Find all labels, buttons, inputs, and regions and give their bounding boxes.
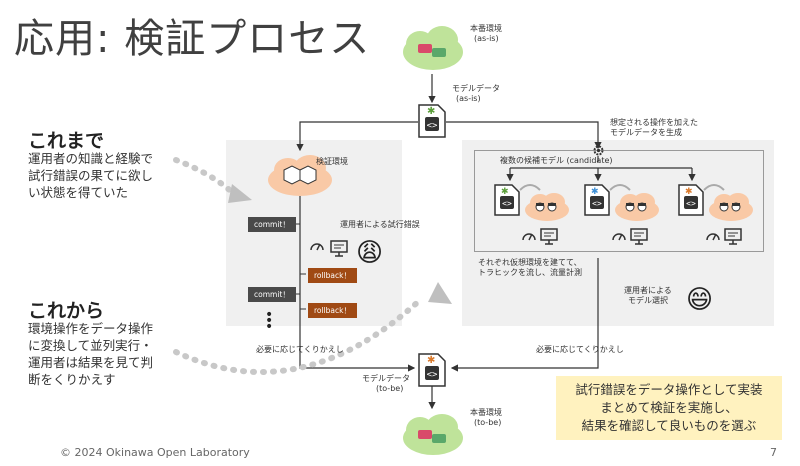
past-line: い状態を得ていた (28, 184, 129, 200)
prod-env-label-bottom: 本番環境 (470, 408, 502, 417)
select-label-1: 運用者による (624, 286, 672, 295)
svg-text:<>: <> (427, 121, 438, 131)
verify-env-label: 検証環境 (316, 157, 348, 166)
future-line: に変換して並列実行・ (28, 337, 153, 353)
commit-tag-2: commit！ (248, 287, 296, 302)
repeat-label-right: 必要に応じてくりかえし (536, 345, 624, 354)
model-data-label-asis: モデルデータ (452, 84, 500, 93)
candidates-box (474, 150, 764, 252)
gear-icon (592, 142, 605, 156)
candidate-cloud (524, 192, 570, 222)
monitor-icon (540, 228, 558, 246)
model-data-label-tobe: モデルデータ (362, 374, 410, 383)
smiling-face-icon: 😄 (686, 285, 714, 315)
trial-label: 運用者による試行錯誤 (340, 220, 420, 229)
summary-callout: 試行錯誤をデータ操作として実装 まとめて検証を実施し、 結果を確認して良いものを… (556, 376, 782, 441)
virtual-env-label-1: それぞれ仮想環境を建てて、 (478, 258, 582, 267)
repeat-label-left: 必要に応じてくりかえし (256, 345, 344, 354)
svg-text:<>: <> (427, 370, 438, 380)
gauge-icon (706, 226, 720, 241)
future-line: 環境操作をデータ操作 (28, 321, 154, 336)
future-description: 環境操作をデータ操作 に変換して並列実行・ 運用者は結果を見て判 断をくりかえす (28, 321, 153, 389)
gen-label-1: 想定される操作を加えた (610, 118, 698, 127)
vertical-ellipsis-icon: ••• (265, 307, 274, 335)
future-heading: これから (28, 300, 105, 322)
past-line: 運用者の知識と経験で (28, 151, 154, 166)
page-number: 7 (770, 446, 777, 459)
gauge-icon (522, 226, 536, 241)
worried-face-icon: 😩 (356, 238, 384, 268)
future-line: 断をくりかえす (28, 371, 116, 387)
past-line: 試行錯誤の果てに欲し (28, 167, 154, 183)
prod-env-label-top: 本番環境 (470, 24, 502, 33)
past-heading: これまで (28, 130, 105, 152)
rollback-tag-2: rollback！ (308, 303, 357, 318)
svg-text:<>: <> (502, 199, 512, 208)
callout-line: 試行錯誤をデータ操作として実装 (575, 382, 763, 397)
model-data-asis-state: (as-is) (456, 94, 481, 103)
footer-copyright: © 2024 Okinawa Open Laboratory (60, 446, 250, 459)
candidate-doc-icon: <> ✱ (678, 184, 704, 216)
production-cloud-bottom (400, 410, 466, 458)
parallel-panel (462, 140, 774, 326)
svg-text:<>: <> (686, 199, 696, 208)
monitor-icon (330, 240, 348, 258)
candidate-doc-icon: <> ✱ (584, 184, 610, 216)
select-label-2: モデル選択 (628, 296, 668, 305)
production-cloud-top (400, 22, 466, 74)
prod-env-state-asis: (as-is) (474, 34, 499, 43)
verification-cloud (266, 152, 334, 198)
callout-line: 結果を確認して良いものを選ぶ (581, 418, 757, 434)
svg-text:✱: ✱ (501, 187, 509, 197)
virtual-env-label-2: トラヒックを流し、流量計測 (478, 268, 582, 277)
svg-text:✱: ✱ (427, 355, 435, 366)
gen-label-2: モデルデータを生成 (610, 128, 682, 137)
svg-text:✱: ✱ (591, 187, 599, 197)
rollback-tag-1: rollback！ (308, 268, 357, 283)
future-line: 運用者は結果を見て判 (28, 354, 154, 370)
model-data-tobe-icon: <> ✱ (418, 353, 446, 387)
svg-text:✱: ✱ (427, 106, 435, 117)
callout-line: まとめて検証を実施し、 (600, 400, 738, 416)
model-data-tobe-state: (to-be) (376, 384, 404, 393)
gauge-icon (310, 236, 324, 251)
monitor-icon (724, 228, 742, 246)
candidate-cloud (708, 192, 754, 222)
svg-text:<>: <> (592, 199, 602, 208)
model-data-asis-icon: <> ✱ (418, 104, 446, 138)
svg-text:✱: ✱ (685, 187, 693, 197)
page-title: 応用: 検証プロセス (14, 16, 371, 62)
candidate-cloud (614, 192, 660, 222)
candidates-label: 複数の候補モデル (candidate) (500, 156, 613, 165)
past-description: 運用者の知識と経験で 試行錯誤の果てに欲し い状態を得ていた (28, 151, 153, 202)
gauge-icon (612, 226, 626, 241)
candidate-doc-icon: <> ✱ (494, 184, 520, 216)
commit-tag-1: commit！ (248, 217, 296, 232)
prod-env-state-tobe: (to-be) (474, 418, 502, 427)
monitor-icon (630, 228, 648, 246)
